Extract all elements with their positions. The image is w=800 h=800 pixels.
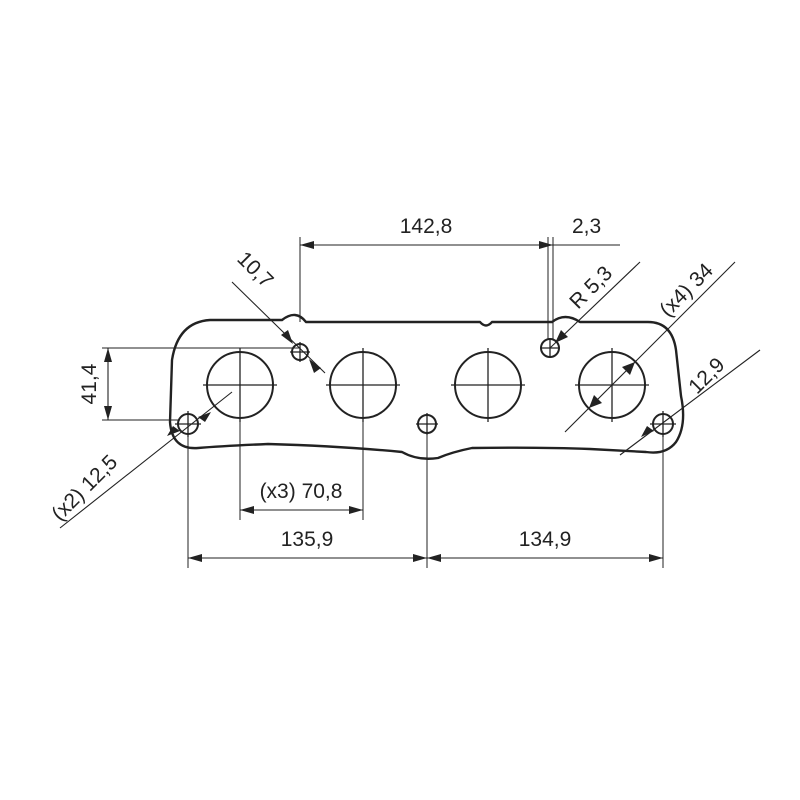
dim-stud-offset-label: 2,3 (572, 215, 601, 238)
bolt-hole-right (650, 411, 676, 437)
dim-stud-radius: R 5,3 (549, 261, 641, 349)
dim-bolt-pitch: 142,8 (299, 215, 554, 340)
dim-bottom-spans: 135,9 134,9 (187, 435, 664, 568)
dim-port-diameter-label: (x4) 34 (655, 259, 718, 322)
dim-flange-height-label: 41,4 (78, 363, 101, 404)
dim-small-hole-diameter-label: 10,7 (232, 247, 277, 292)
dim-stud-offset: 2,3 (547, 215, 620, 340)
small-hole-top-left (290, 342, 310, 362)
dim-right-span-label: 134,9 (519, 528, 572, 551)
bolt-hole-left (175, 411, 201, 437)
port-center-lines (203, 348, 649, 422)
dim-stud-radius-label: R 5,3 (565, 262, 617, 314)
dim-small-hole-diameter: 10,7 (231, 247, 326, 374)
dim-mount-hole-diameter: (x2) 12,5 (47, 391, 233, 529)
locating-hole-center (416, 413, 438, 435)
dim-port-pitch-label: (x3) 70,8 (260, 480, 343, 503)
dim-stud-hole-diameter-label: 12,9 (684, 353, 729, 398)
dim-left-span-label: 135,9 (281, 528, 334, 551)
dim-flange-height: 41,4 (78, 347, 300, 421)
dim-bolt-pitch-label: 142,8 (400, 215, 453, 238)
dim-port-pitch: (x3) 70,8 (239, 422, 364, 520)
